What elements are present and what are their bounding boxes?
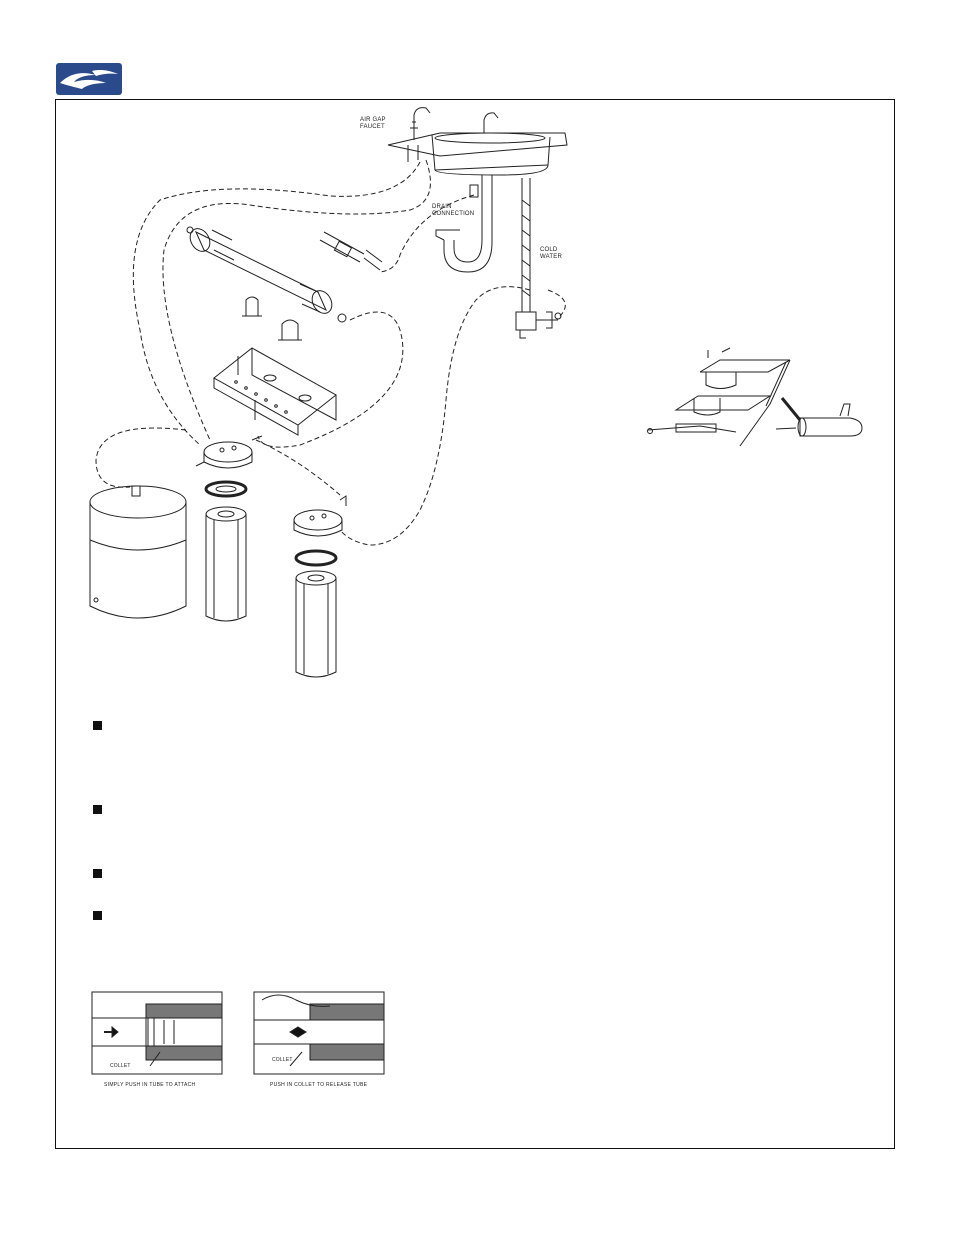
fitting-detail-attach xyxy=(91,991,223,1075)
collet-label-release: COLLET xyxy=(272,1057,293,1063)
tubing-lines xyxy=(95,159,566,546)
membrane-housing xyxy=(186,226,347,323)
bullet-marker-3 xyxy=(93,869,102,878)
drain-trap xyxy=(435,175,493,273)
mounting-bracket xyxy=(213,347,337,436)
caption-release: PUSH IN COLLET TO RELEASE TUBE xyxy=(270,1082,368,1088)
bullet-marker-2 xyxy=(93,805,102,814)
filter-housing-1 xyxy=(195,435,263,622)
air-gap-faucet-label: AIR GAP FAUCET xyxy=(360,117,386,130)
sink-illustration xyxy=(387,107,568,176)
cold-water-label: COLD WATER xyxy=(540,247,562,260)
bullet-marker-4 xyxy=(93,911,102,920)
cold-water-line xyxy=(515,178,562,339)
fitting-detail-release xyxy=(253,991,385,1075)
collet-label-attach: COLLET xyxy=(110,1063,131,1069)
company-logo xyxy=(56,63,122,95)
filter-housing-2 xyxy=(293,495,347,678)
membrane-clips xyxy=(242,296,302,341)
bullet-marker-1 xyxy=(93,721,102,730)
drain-connection-label: DRAIN CONNECTION xyxy=(432,204,475,217)
flow-restrictor xyxy=(319,231,383,271)
storage-tank xyxy=(89,485,187,619)
content-frame xyxy=(55,99,895,1149)
caption-attach: SIMPLY PUSH IN TUBE TO ATTACH xyxy=(104,1082,196,1088)
inset-membrane-insertion xyxy=(647,347,863,447)
